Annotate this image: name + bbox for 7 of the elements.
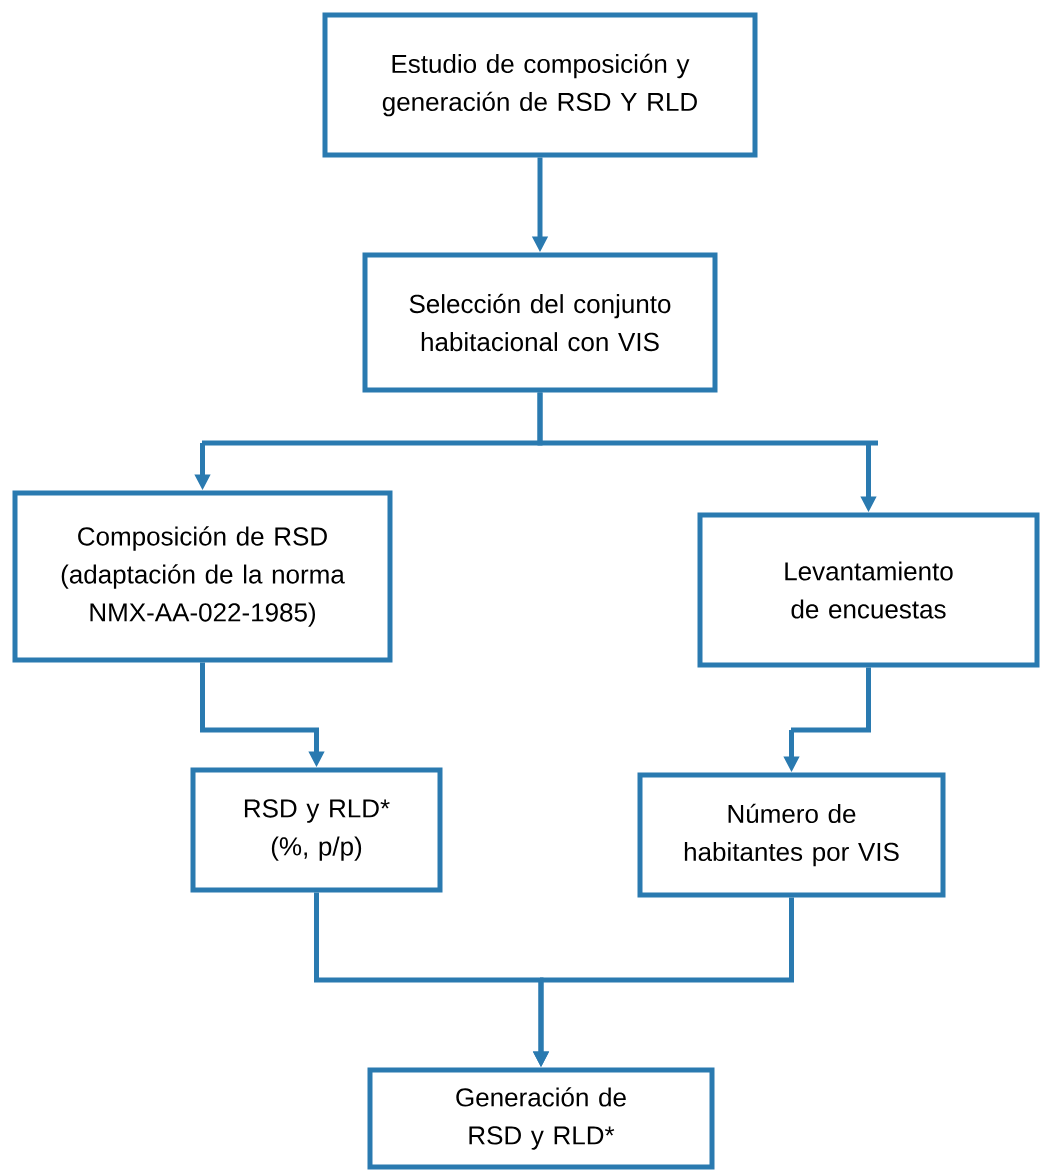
process-box: RSD y RLD* (%, p/p) (190, 767, 443, 893)
process-box: Estudio de composición y generación de RSD Y RLD (322, 12, 758, 158)
process-box: Levantamiento de encuestas (697, 512, 1040, 668)
process-box: Generación de RSD y RLD* (367, 1067, 715, 1170)
process-box: Selección del conjunto habitacional con VIS (362, 252, 718, 393)
process-box: Número de habitantes por VIS (637, 772, 946, 898)
process-box: Composición de RSD (adaptación de la norma NMX-AA-022-1985) (12, 490, 393, 663)
